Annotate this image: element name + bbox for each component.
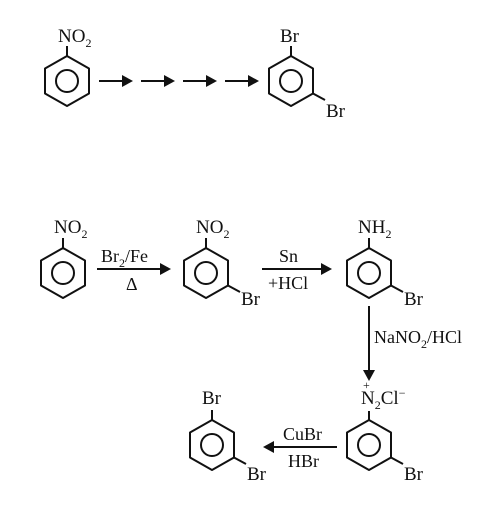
- step2-reagent-sn: Sn: [279, 246, 298, 266]
- step4-reagent-hbr: HBr: [288, 451, 319, 471]
- step2-reagent-hcl: +HCl: [268, 273, 308, 293]
- step1-arrow: Br2/Fe Δ: [97, 246, 171, 294]
- top-product-top-br: Br: [280, 26, 300, 47]
- step1-reagent: Br2/Fe: [101, 246, 148, 270]
- step3-arrow: NaNO2/HCl: [363, 306, 462, 381]
- diazonium-charge: +: [363, 378, 370, 392]
- nitrobenzene-group: NO2: [54, 217, 87, 241]
- m-bromonitrobenzene-group: NO2: [196, 217, 229, 241]
- diazonium-group: N2Cl−: [361, 386, 406, 412]
- m-bromoaniline-group: NH2: [358, 217, 391, 241]
- top-nitrobenzene: NO2: [44, 26, 91, 107]
- top-dibromobenzene: Br Br: [268, 26, 346, 122]
- step3-reagent: NaNO2/HCl: [374, 327, 462, 351]
- m-dibromobenzene: Br Br: [189, 388, 267, 485]
- diazonium-salt: + N2Cl− Br: [346, 378, 424, 485]
- m-bromonitrobenzene: NO2 Br: [183, 217, 261, 310]
- diazonium-br: Br: [404, 464, 424, 485]
- m-dibromobenzene-meta-br: Br: [247, 464, 267, 485]
- step1-heat: Δ: [126, 274, 138, 294]
- m-bromonitrobenzene-br: Br: [241, 289, 261, 310]
- top-multistep-arrows: [99, 75, 259, 87]
- m-bromoaniline-br: Br: [404, 289, 424, 310]
- top-product-meta-br: Br: [326, 101, 346, 122]
- step2-arrow: Sn +HCl: [262, 246, 332, 293]
- nitrobenzene: NO2: [40, 217, 87, 299]
- m-dibromobenzene-top-br: Br: [202, 388, 222, 409]
- top-start-group: NO2: [58, 26, 91, 50]
- step4-arrow: CuBr HBr: [263, 424, 337, 471]
- step4-reagent-cubr: CuBr: [283, 424, 322, 444]
- m-bromoaniline: NH2 Br: [346, 217, 424, 310]
